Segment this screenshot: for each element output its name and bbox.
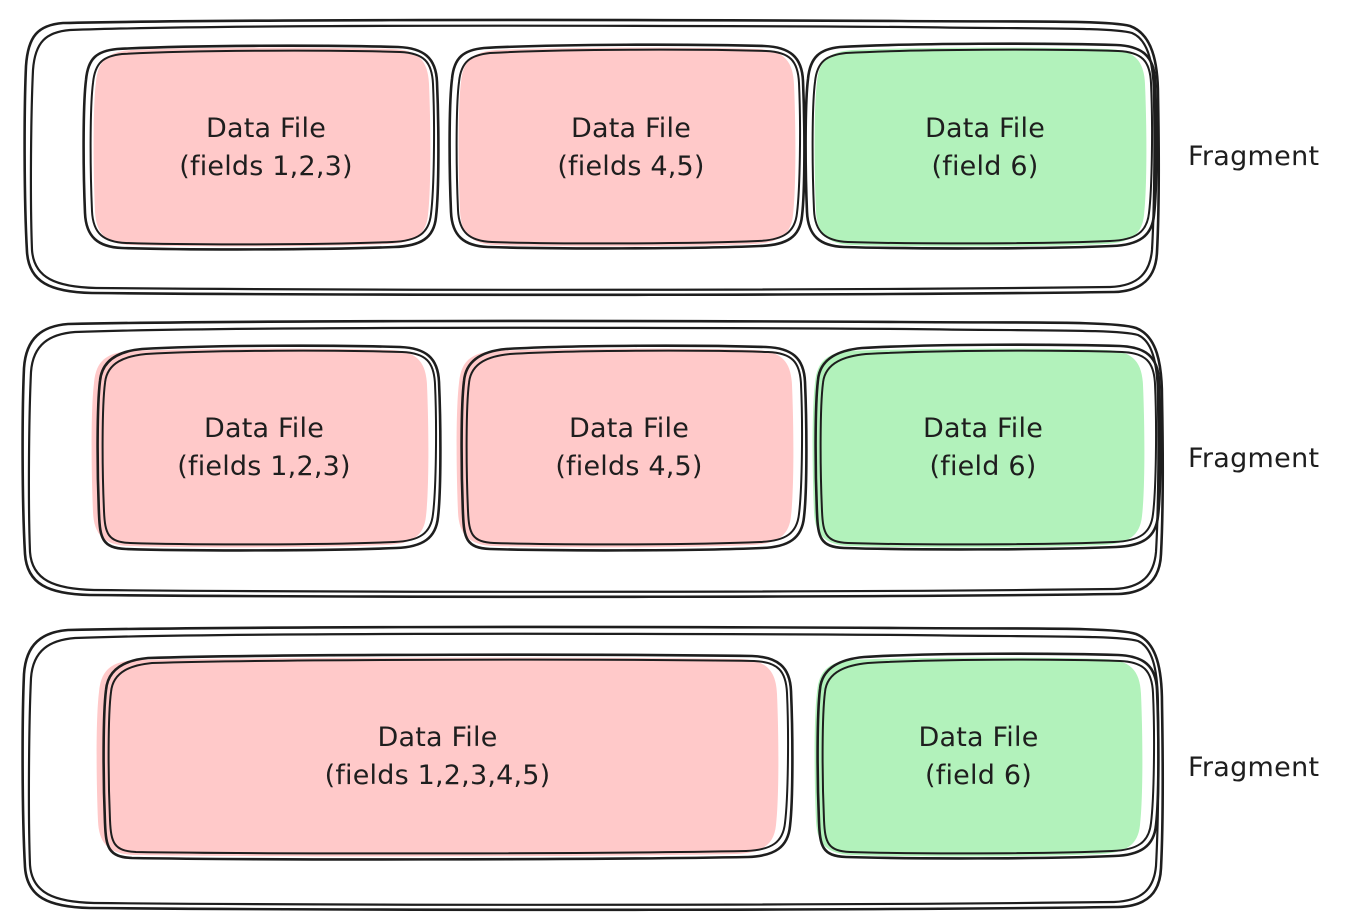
data-file-fill xyxy=(93,47,431,247)
fragment-container-sketch xyxy=(23,18,1160,297)
data-file-fill xyxy=(812,348,1145,548)
fragment-caption: Fragment xyxy=(1188,141,1320,172)
fragment-caption: Fragment xyxy=(1188,443,1320,474)
data-file-fill xyxy=(814,657,1143,857)
fragment-row[interactable]: Data File (fields 1,2,3) Data File (fiel… xyxy=(0,0,1359,300)
fragment-row[interactable]: Data File (fields 1,2,3) Data File (fiel… xyxy=(0,306,1359,606)
data-file-fill xyxy=(814,47,1147,247)
fragment-container-sketch xyxy=(21,319,1164,599)
data-file-fill xyxy=(96,657,779,857)
data-file-fill xyxy=(458,47,796,247)
data-file-fill xyxy=(91,348,429,548)
fragment-row[interactable]: Data File (fields 1,2,3,4,5) Data File (… xyxy=(0,612,1359,921)
data-file-fill xyxy=(456,348,794,548)
fragment-caption: Fragment xyxy=(1188,752,1320,783)
fragment-container-sketch xyxy=(21,625,1164,912)
